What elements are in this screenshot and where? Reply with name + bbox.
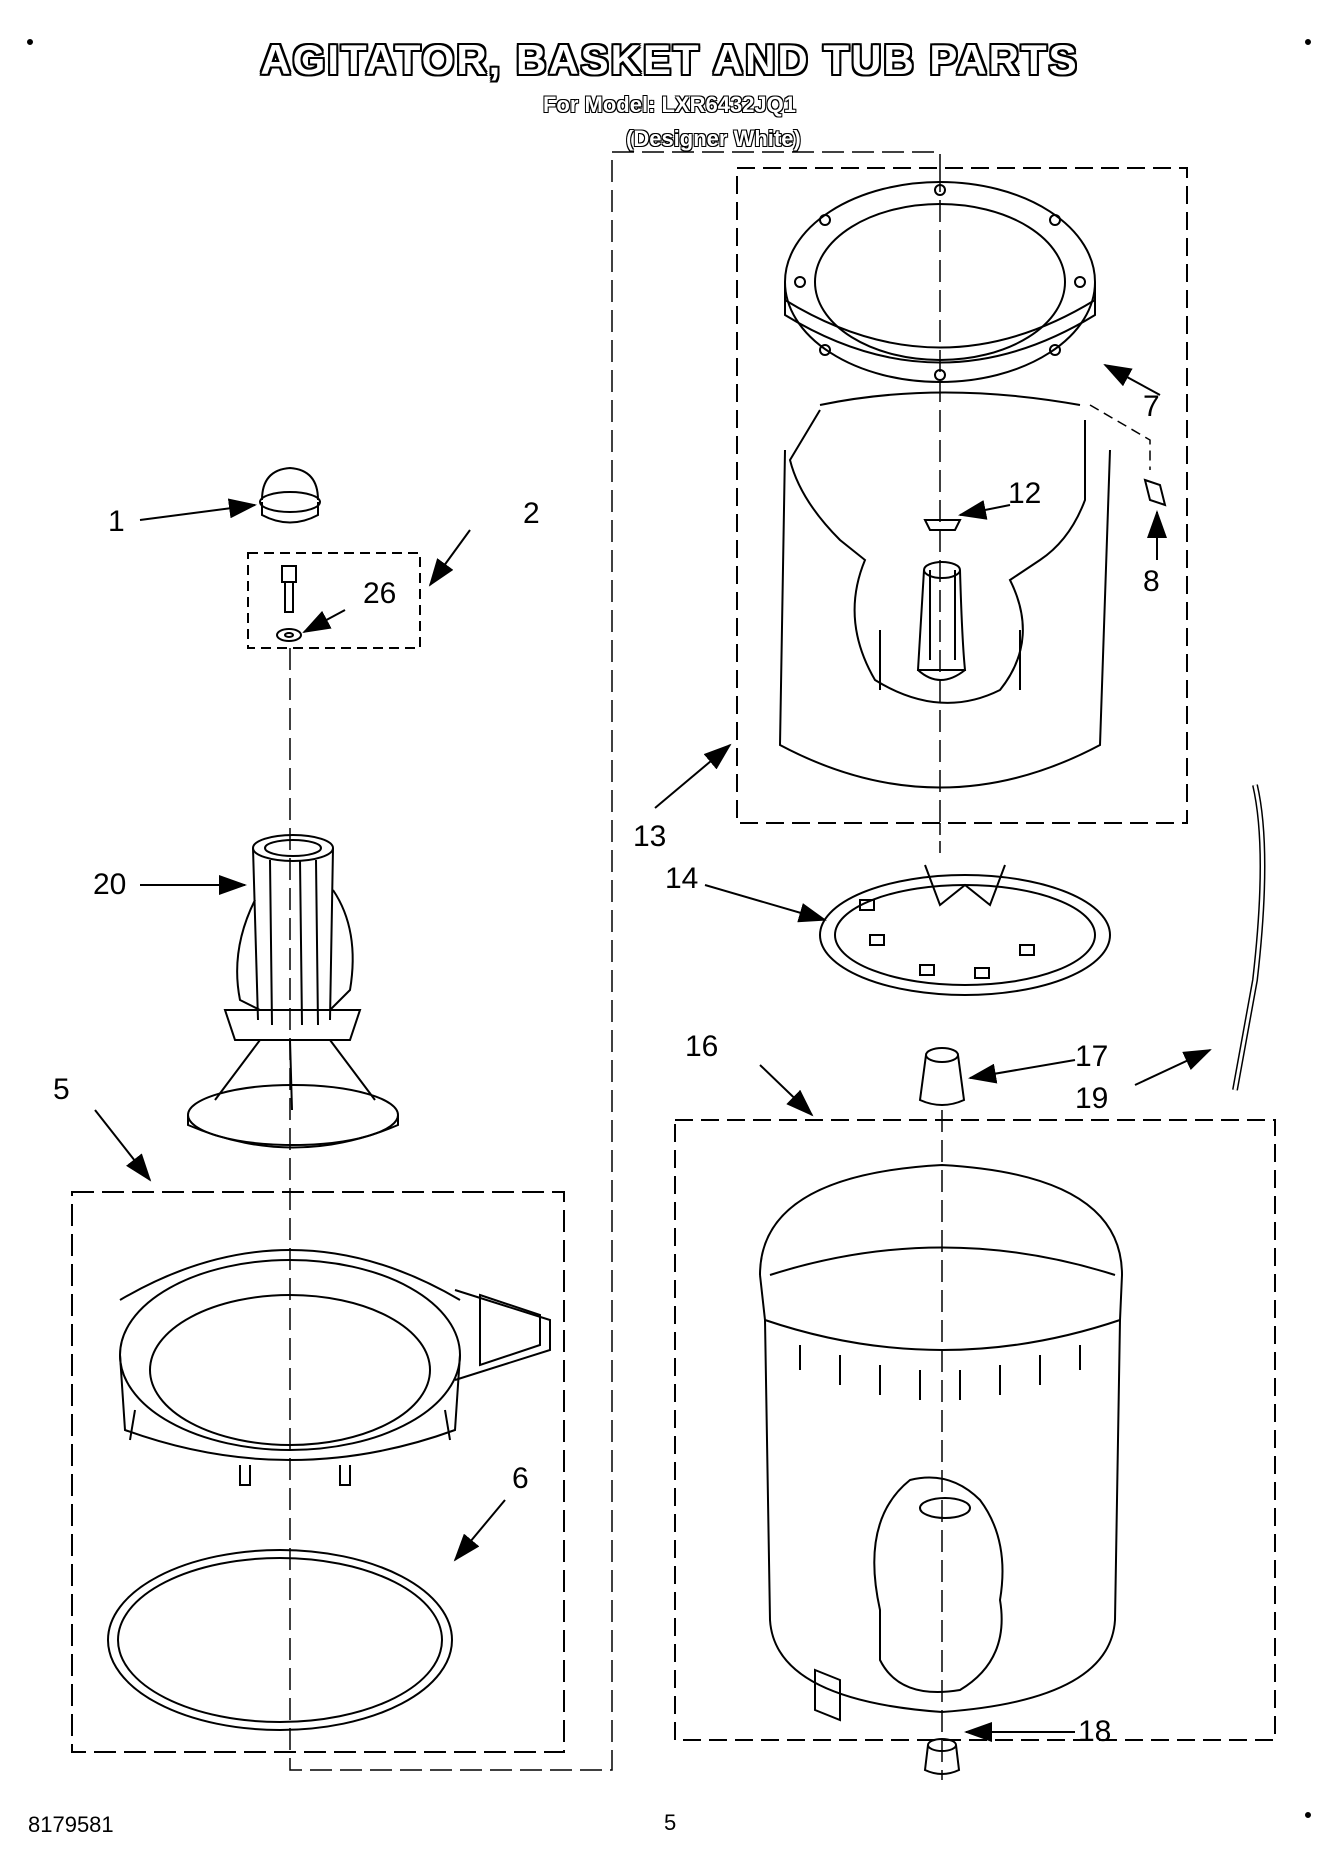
document-number: 8179581 <box>28 1812 114 1837</box>
variant-label: (Designer White) <box>626 126 801 151</box>
agitator-part <box>187 834 399 1149</box>
model-line: For Model: LXR6432JQ1 <box>542 92 797 117</box>
bolt-part <box>276 565 302 642</box>
callout-17: 17 <box>1075 1040 1109 1073</box>
seal-ring-part <box>107 1549 453 1731</box>
balance-ring-part <box>784 181 1096 383</box>
callout-14: 14 <box>665 862 699 895</box>
drain-plug-part <box>923 1738 961 1775</box>
nut-part <box>918 1047 966 1106</box>
callout-6: 6 <box>512 1462 529 1495</box>
agitator-cap-part <box>259 466 321 524</box>
callout-12: 12 <box>1008 477 1042 510</box>
callout-5: 5 <box>53 1073 70 1106</box>
filter-part <box>819 864 1111 996</box>
tub-part <box>759 1163 1123 1722</box>
callout-16: 16 <box>685 1030 719 1063</box>
hose-part <box>1232 784 1266 1091</box>
callout-18: 18 <box>1078 1715 1112 1748</box>
callout-7: 7 <box>1143 390 1160 423</box>
callout-2: 2 <box>523 497 540 530</box>
clip-part <box>1143 478 1167 507</box>
callout-1: 1 <box>108 505 125 538</box>
page-number: 5 <box>664 1810 677 1835</box>
callout-20: 20 <box>93 868 127 901</box>
callout-19: 19 <box>1075 1082 1109 1115</box>
basket-part <box>778 391 1111 789</box>
diagram-title: AGITATOR, BASKET AND TUB PARTS <box>260 36 1079 83</box>
tub-ring-part <box>119 1249 551 1486</box>
callout-13: 13 <box>633 820 667 853</box>
callout-8: 8 <box>1143 565 1160 598</box>
callout-26: 26 <box>363 577 397 610</box>
